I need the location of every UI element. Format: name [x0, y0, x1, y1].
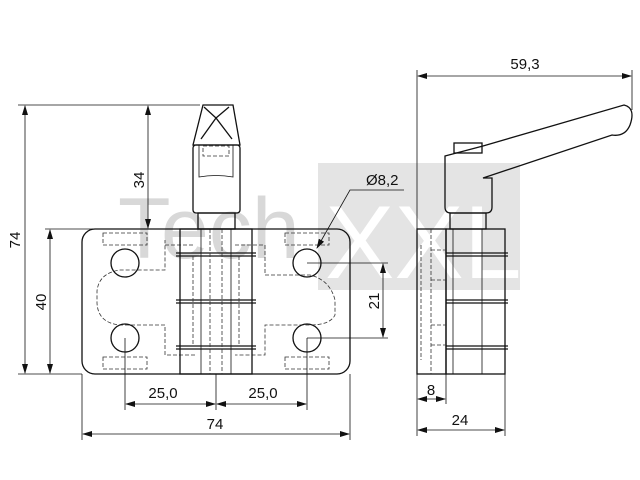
mounting-hole [110, 248, 140, 278]
dim-plate-height: 40 [33, 294, 50, 311]
dim-hole-vertical-spacing: 21 [366, 293, 383, 310]
watermark-suffix: XXL [325, 185, 522, 301]
dim-total-height: 74 [7, 232, 24, 249]
dim-plate-width: 74 [207, 416, 224, 433]
clamping-lever-front [192, 104, 241, 230]
dim-total-depth: 24 [452, 412, 469, 429]
watermark: Tech XXL [118, 163, 522, 301]
dim-lever-height: 34 [131, 172, 148, 189]
front-dimensions: 74 34 40 21 Ø8,2 25,0 25,0 74 [7, 104, 404, 440]
dim-hole-diameter: Ø8,2 [366, 172, 399, 189]
dim-plate-thickness: 8 [427, 382, 435, 399]
side-view [416, 104, 633, 375]
side-dimensions: 59,3 8 24 [416, 56, 633, 436]
dim-hole-spacing-right: 25,0 [248, 385, 277, 402]
clamping-lever-side [444, 104, 633, 230]
dim-lever-reach: 59,3 [510, 56, 539, 73]
dim-hole-spacing-left: 25,0 [148, 385, 177, 402]
